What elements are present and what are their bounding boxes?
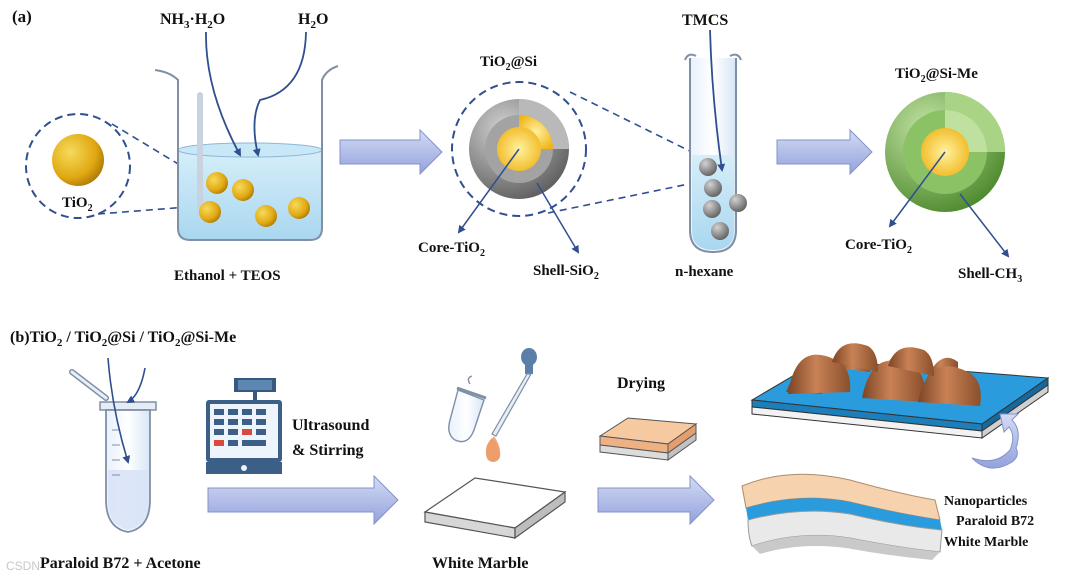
white-marble-slab xyxy=(423,477,567,540)
ultrasound-label-2: & Stirring xyxy=(292,442,364,459)
shell-sio2-label: Shell-SiO2 xyxy=(533,263,599,282)
tio2-si-label: TiO2@Si xyxy=(480,54,537,73)
nh3-flow-arrow xyxy=(205,31,241,157)
centrifuge-caption: Paraloid B72 + Acetone xyxy=(40,555,201,572)
layer-cross-section xyxy=(741,473,943,560)
tio2-si-me-label: TiO2@Si-Me xyxy=(895,66,978,85)
beaker-caption: Ethanol + TEOS xyxy=(174,268,281,284)
h2o-label: H2O xyxy=(298,11,328,31)
tmcs-label: TMCS xyxy=(682,12,728,29)
drying-slab xyxy=(598,417,698,461)
tio2-si-core-shell xyxy=(451,81,709,254)
tube-caption: n-hexane xyxy=(675,264,734,280)
pipette-icon xyxy=(486,348,537,462)
ultrasound-machine-icon xyxy=(206,378,282,474)
shell-ch3-label: Shell-CH3 xyxy=(958,266,1022,285)
h2o-flow-arrow xyxy=(252,31,307,157)
layer-label-nanoparticles: Nanoparticles xyxy=(944,494,1028,509)
small-vial-icon xyxy=(448,375,487,443)
panel-b-title: (b)TiO2 / TiO2@Si / TiO2@Si-Me xyxy=(10,329,236,349)
tio2-si-me-core-shell xyxy=(885,92,1010,258)
ultrasound-label-1: Ultrasound xyxy=(292,417,369,434)
process-arrow-b1 xyxy=(207,474,399,526)
process-arrow-b2 xyxy=(597,474,715,526)
core-tio2-label-2: Core-TiO2 xyxy=(845,237,912,256)
layer-label-marble: White Marble xyxy=(944,535,1028,550)
watermark: CSDN xyxy=(6,559,40,573)
rotate-arrow xyxy=(971,413,1020,469)
test-tube-hexane xyxy=(684,29,747,254)
centrifuge-tube xyxy=(69,357,157,533)
drying-label: Drying xyxy=(617,375,665,392)
layer-label-paraloid: Paraloid B72 xyxy=(956,514,1034,529)
marble-caption: White Marble xyxy=(432,555,528,572)
tio2-label: TiO2 xyxy=(62,195,93,214)
core-tio2-label-1: Core-TiO2 xyxy=(418,240,485,259)
process-arrow-a2 xyxy=(776,128,873,176)
process-arrow-a1 xyxy=(339,128,443,176)
nh3-h2o-label: NH3·H2O xyxy=(160,11,225,31)
beaker xyxy=(154,65,339,241)
panel-a-tag: (a) xyxy=(12,7,32,26)
coated-slab-nanoparticles xyxy=(750,343,1050,439)
